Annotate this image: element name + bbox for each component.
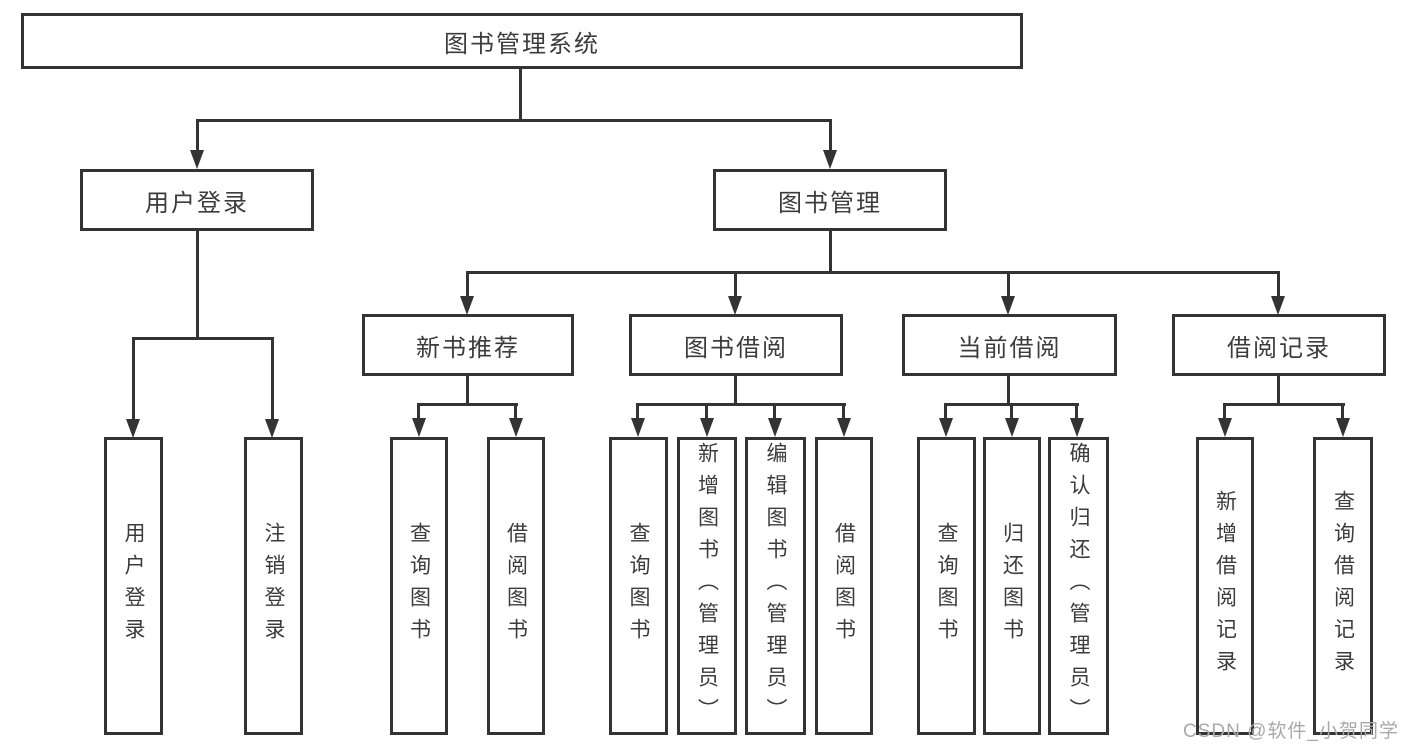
connector-line bbox=[271, 337, 274, 421]
connector-line bbox=[1007, 374, 1010, 406]
node-library-management-system: 图书管理系统 bbox=[21, 13, 1023, 69]
node-book-management: 图书管理 bbox=[713, 169, 947, 231]
arrowhead-down-icon bbox=[412, 418, 426, 437]
leaf-label: 新增图书（管理员） bbox=[695, 442, 719, 730]
leaf-label: 借阅图书 bbox=[504, 522, 528, 650]
arrowhead-down-icon bbox=[1070, 418, 1084, 437]
connector-line bbox=[466, 374, 469, 406]
arrowhead-down-icon bbox=[823, 150, 837, 169]
leaf-label: 查询图书 bbox=[627, 522, 650, 650]
leaf-logout: 注销登录 bbox=[244, 437, 303, 735]
arrowhead-down-icon bbox=[728, 296, 742, 315]
arrowhead-down-icon bbox=[700, 418, 714, 437]
arrowhead-down-icon bbox=[837, 418, 851, 437]
arrowhead-down-icon bbox=[190, 150, 204, 169]
arrowhead-down-icon bbox=[1005, 418, 1019, 437]
watermark: CSDN @软件_小贺同学 bbox=[1183, 721, 1399, 742]
leaf-label: 查询借阅记录 bbox=[1331, 490, 1355, 682]
node-new-book-recommendation: 新书推荐 bbox=[362, 314, 574, 376]
arrowhead-down-icon bbox=[631, 418, 645, 437]
leaf-query-books-recommend: 查询图书 bbox=[390, 437, 448, 735]
node-current-borrowing: 当前借阅 bbox=[902, 314, 1117, 376]
leaf-user-login: 用户登录 bbox=[104, 437, 163, 735]
arrowhead-down-icon bbox=[768, 418, 782, 437]
leaf-query-borrow-record: 查询借阅记录 bbox=[1313, 437, 1373, 735]
connector-line bbox=[705, 403, 708, 421]
connector-line bbox=[842, 403, 845, 421]
leaf-label: 注销登录 bbox=[262, 522, 285, 650]
connector-line bbox=[636, 403, 639, 421]
arrowhead-down-icon bbox=[265, 419, 279, 438]
arrowhead-down-icon bbox=[126, 419, 140, 438]
connector-line bbox=[466, 271, 1280, 274]
leaf-query-books-current: 查询图书 bbox=[917, 437, 976, 735]
connector-line bbox=[417, 403, 518, 406]
arrowhead-down-icon bbox=[460, 296, 474, 315]
connector-line bbox=[514, 403, 517, 421]
arrowhead-down-icon bbox=[1336, 418, 1350, 437]
connector-line bbox=[734, 271, 737, 298]
connector-line bbox=[1223, 403, 1226, 421]
connector-line bbox=[829, 119, 832, 154]
leaf-label: 新增借阅记录 bbox=[1213, 490, 1237, 682]
arrowhead-down-icon bbox=[1001, 296, 1015, 315]
connector-line bbox=[1010, 403, 1013, 421]
connector-line bbox=[196, 119, 199, 154]
connector-line bbox=[1223, 403, 1345, 406]
leaf-confirm-return-admin: 确认归还（管理员） bbox=[1048, 437, 1109, 735]
arrowhead-down-icon bbox=[509, 418, 523, 437]
connector-line bbox=[773, 403, 776, 421]
connector-line bbox=[1075, 403, 1078, 421]
leaf-label: 查询图书 bbox=[407, 522, 431, 650]
leaf-borrow-books-recommend: 借阅图书 bbox=[487, 437, 545, 735]
connector-line bbox=[132, 337, 274, 340]
connector-line bbox=[1341, 403, 1344, 421]
node-user-login: 用户登录 bbox=[80, 169, 314, 231]
leaf-label: 编辑图书（管理员） bbox=[764, 442, 787, 730]
leaf-add-borrow-record: 新增借阅记录 bbox=[1196, 437, 1254, 735]
connector-line bbox=[519, 68, 522, 120]
leaf-query-books-borrow: 查询图书 bbox=[609, 437, 668, 735]
leaf-edit-books-admin: 编辑图书（管理员） bbox=[745, 437, 806, 735]
connector-line bbox=[466, 271, 469, 298]
connector-line bbox=[636, 403, 846, 406]
node-book-borrowing: 图书借阅 bbox=[629, 314, 843, 376]
leaf-borrow-books: 借阅图书 bbox=[815, 437, 873, 735]
connector-line bbox=[1007, 271, 1010, 298]
leaf-return-books: 归还图书 bbox=[983, 437, 1041, 735]
leaf-label: 查询图书 bbox=[935, 522, 958, 650]
connector-line bbox=[944, 403, 947, 421]
connector-line bbox=[196, 230, 199, 338]
connector-line bbox=[1277, 374, 1280, 406]
node-borrowing-records: 借阅记录 bbox=[1172, 314, 1386, 376]
connector-line bbox=[1277, 271, 1280, 298]
leaf-label: 用户登录 bbox=[122, 522, 145, 650]
leaf-add-books-admin: 新增图书（管理员） bbox=[677, 437, 737, 735]
arrowhead-down-icon bbox=[1218, 418, 1232, 437]
connector-line bbox=[132, 337, 135, 421]
leaf-label: 借阅图书 bbox=[832, 522, 856, 650]
connector-line bbox=[196, 119, 832, 122]
connector-line bbox=[417, 403, 420, 421]
arrowhead-down-icon bbox=[939, 418, 953, 437]
leaf-label: 归还图书 bbox=[1000, 522, 1024, 650]
arrowhead-down-icon bbox=[1271, 296, 1285, 315]
connector-line bbox=[734, 374, 737, 406]
connector-line bbox=[829, 230, 832, 274]
leaf-label: 确认归还（管理员） bbox=[1067, 442, 1090, 730]
